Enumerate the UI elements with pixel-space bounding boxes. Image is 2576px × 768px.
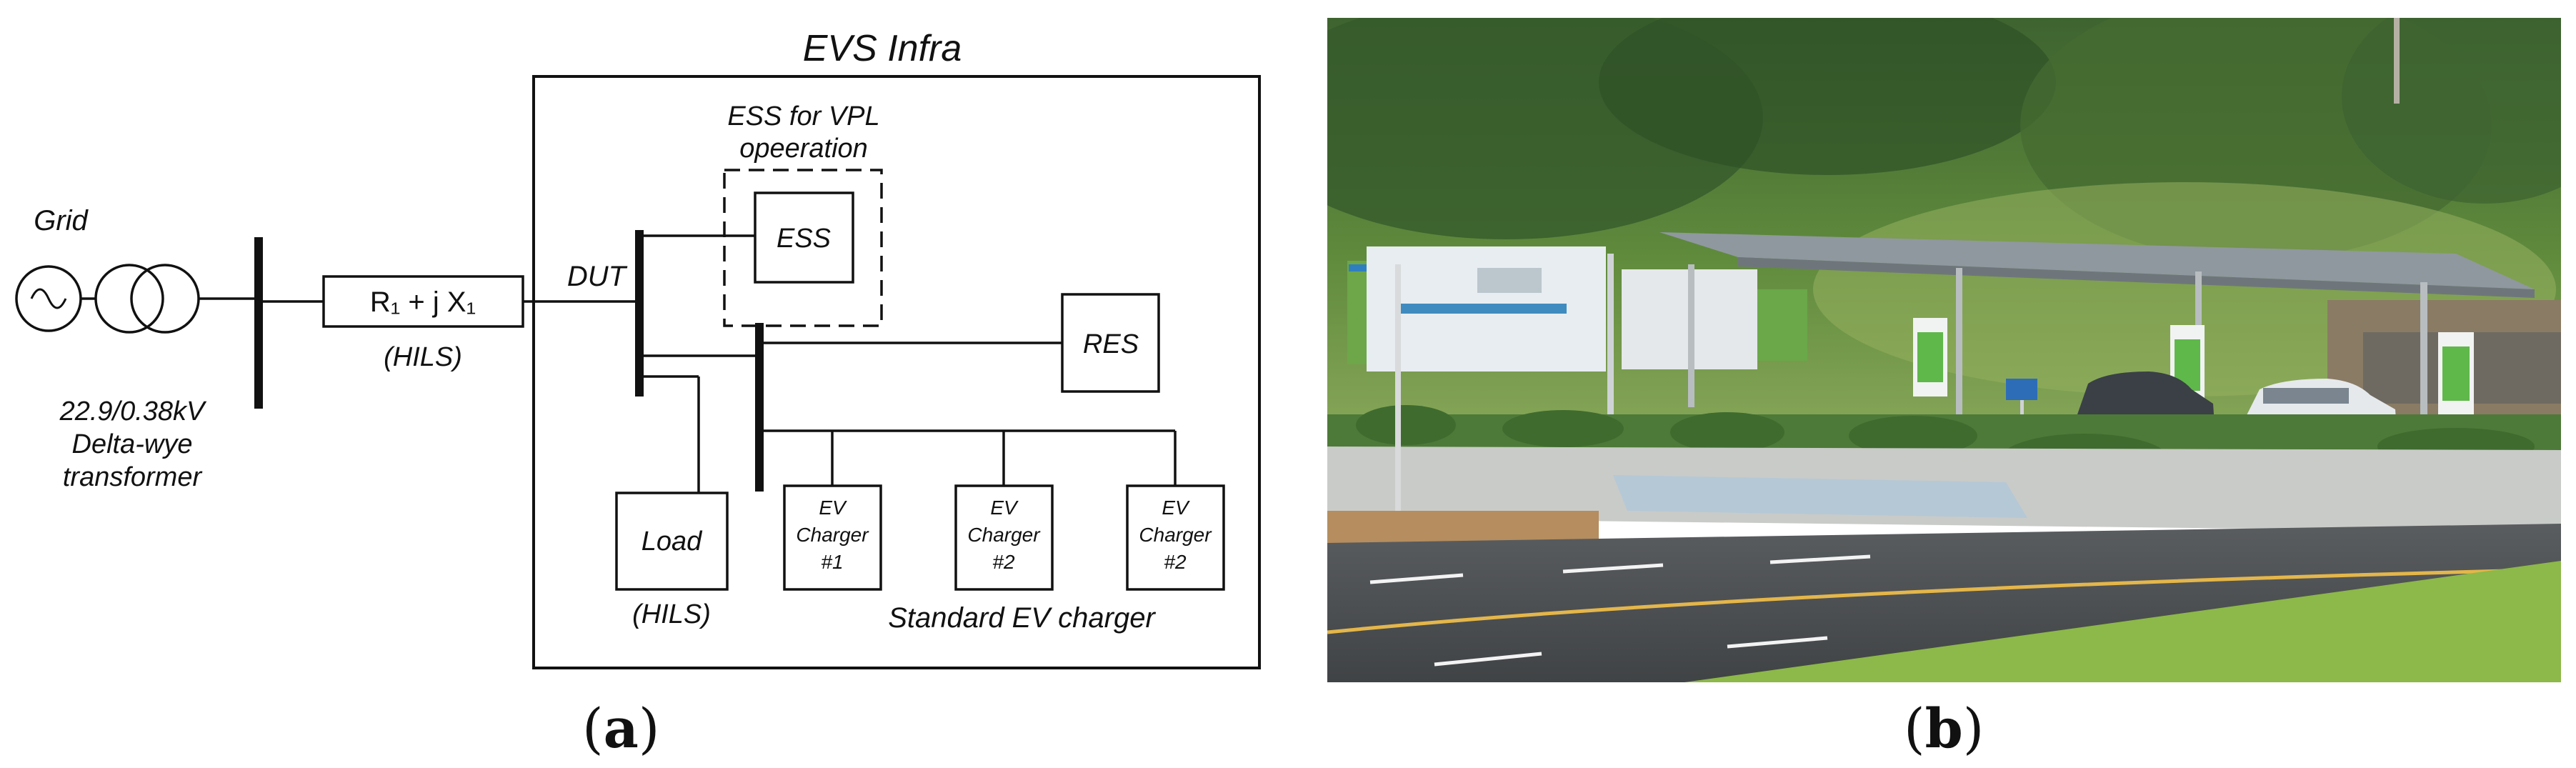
grid-label: Grid [34, 205, 89, 236]
dut-label: DUT [567, 261, 628, 292]
charging-canopy [1659, 232, 2535, 289]
charging-station-photo [1327, 18, 2561, 682]
panel-b-label: (b) [1904, 697, 1985, 760]
load-hils-label: (HILS) [632, 599, 711, 629]
ess-group-label-line2: opeeration [739, 134, 868, 164]
ess-label: ESS [777, 224, 831, 254]
res-box [1061, 293, 1160, 393]
load-box [615, 492, 729, 591]
ev-charger-1-line1: EV [819, 497, 847, 519]
ev-charger-1-line2: Charger [796, 524, 869, 546]
ess-vpl-group-box [723, 169, 883, 327]
transformer-rating: 22.9/0.38kV [59, 397, 207, 427]
ev-charger-3-line2: Charger [1139, 524, 1212, 546]
ev-charger-3-line1: EV [1162, 497, 1190, 519]
transformer-type-line2: transformer [63, 462, 203, 492]
street-lamp [1395, 264, 1401, 529]
res-label: RES [1083, 329, 1139, 359]
evs-infra-frame [532, 75, 1261, 669]
ev-charger-2-box [954, 484, 1054, 591]
panel-a-label: (a) [582, 697, 660, 760]
ev-charger-2-line1: EV [990, 497, 1019, 519]
ev-charger-1-box [783, 484, 882, 591]
ess-group-label-line1: ESS for VPL [727, 101, 879, 131]
charger-caption: Standard EV charger [888, 602, 1156, 634]
ev-charger-2-line3: #2 [992, 551, 1015, 573]
ev-charger-3-line3: #2 [1164, 551, 1187, 573]
load-label: Load [641, 527, 703, 557]
impedance-label: R₁ + j X₁ [370, 286, 476, 318]
transformer-type-line1: Delta-wye [72, 429, 193, 459]
ev-charger-2-line2: Charger [967, 524, 1041, 546]
evs-infra-title: EVS Infra [803, 28, 962, 69]
transformer-symbol [94, 264, 200, 334]
ess-box [754, 191, 854, 284]
impedance-hils-label: (HILS) [384, 342, 462, 372]
ev-charger-1-line3: #1 [821, 551, 843, 573]
ev-charger-3-box [1126, 484, 1225, 591]
system-diagram: EVS Infra Grid 22.9/0.38kV Delta-wye tra… [15, 28, 1261, 669]
